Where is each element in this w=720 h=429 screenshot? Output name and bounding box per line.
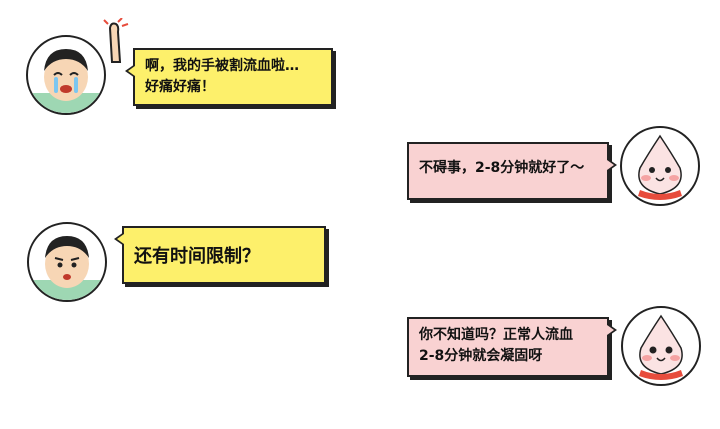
- boy-crying-avatar: [26, 35, 106, 115]
- message-4-line-2: 2-8分钟就会凝固呀: [419, 348, 543, 364]
- message-bubble-1: 啊，我的手被割流血啦… 好痛好痛！: [125, 48, 333, 106]
- mascot-avatar-1: [620, 126, 700, 206]
- message-1-line-1: 啊，我的手被割流血啦…: [145, 58, 299, 74]
- blood-drop-mascot-icon: [639, 314, 683, 380]
- boy-suspicious-icon: [29, 236, 105, 300]
- message-2-line-1: 不碍事，2-8分钟就好了～: [419, 160, 585, 176]
- message-4-line-1: 你不知道吗？正常人流血: [419, 327, 573, 343]
- mascot-avatar-2: [621, 306, 701, 386]
- message-1-line-2: 好痛好痛！: [145, 79, 215, 95]
- boy-suspicious-avatar: [27, 222, 107, 302]
- message-bubble-2: 不碍事，2-8分钟就好了～: [407, 142, 617, 200]
- message-3-line-1: 还有时间限制？: [134, 246, 260, 267]
- message-bubble-3: 还有时间限制？: [114, 226, 326, 284]
- raised-finger-icon: [103, 18, 129, 63]
- message-bubble-4: 你不知道吗？正常人流血 2-8分钟就会凝固呀: [407, 317, 617, 377]
- blood-drop-mascot-icon: [638, 134, 682, 200]
- boy-crying-icon: [28, 49, 104, 113]
